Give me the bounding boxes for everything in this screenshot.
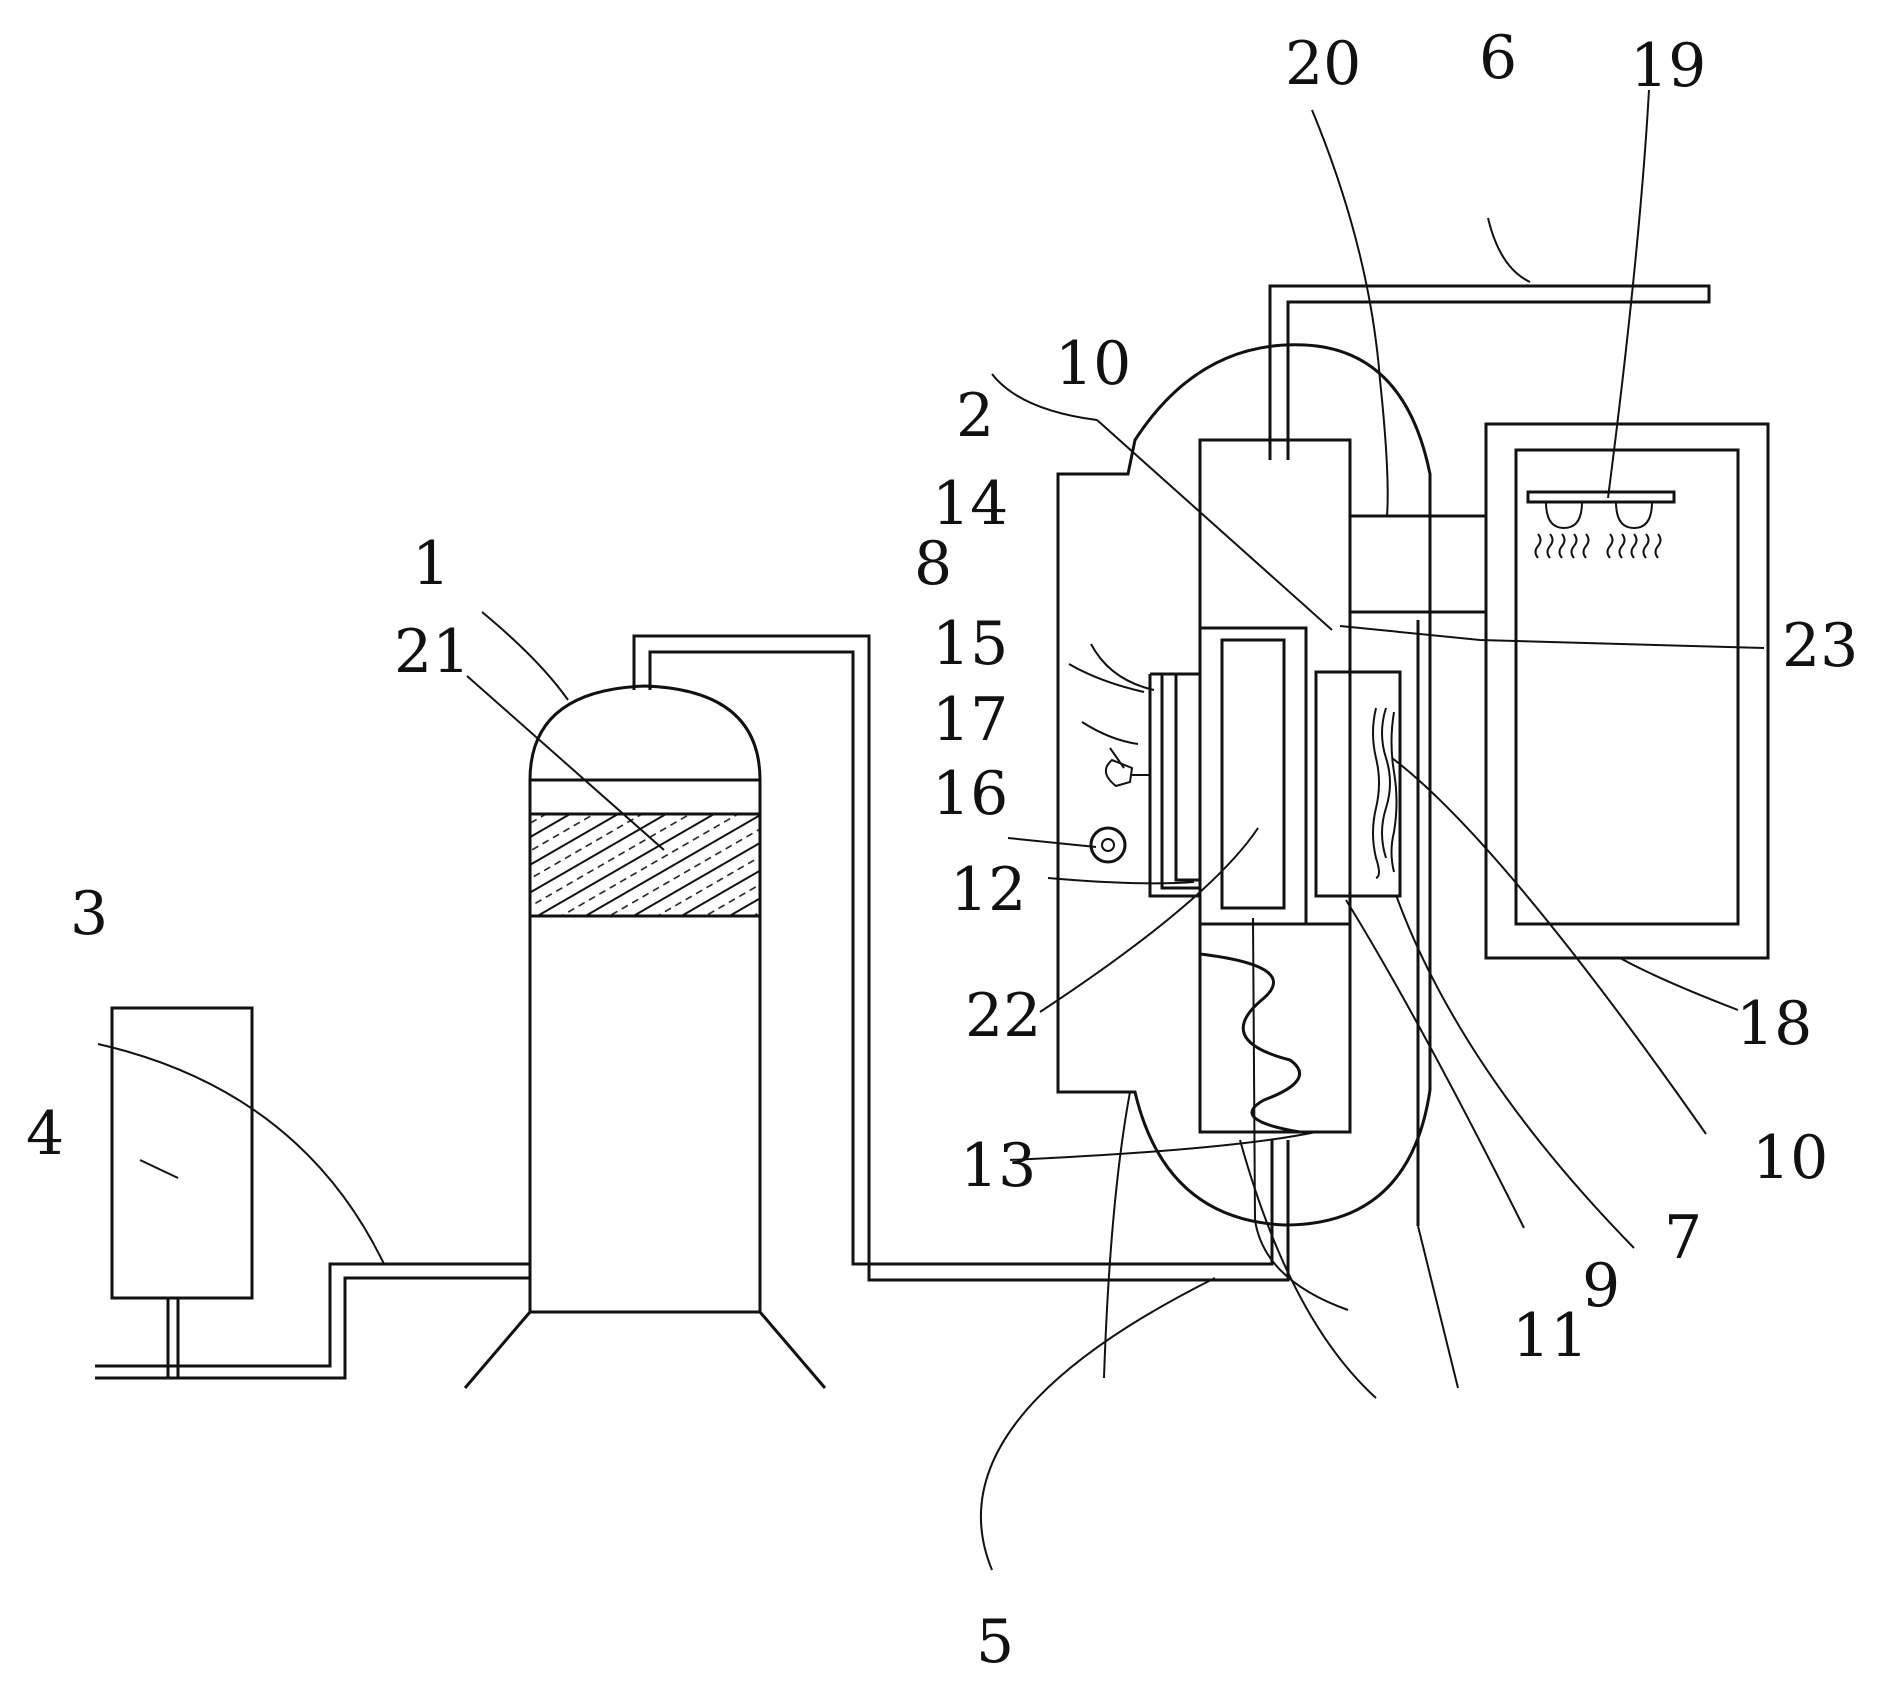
duct-20: [1350, 514, 1486, 614]
nozzle-bar-19: [1526, 490, 1676, 504]
label-21: 21: [394, 617, 470, 687]
label-22: 22: [965, 981, 1041, 1051]
chamber-9: [1314, 670, 1402, 898]
inlet-pipe-3: [95, 1262, 530, 1380]
reference-labels: 20 6 19 10 2 14 8 15 17 16 1 21 3 4 12 2…: [26, 23, 1858, 1677]
label-17: 17: [932, 685, 1008, 755]
reaction-module: [1148, 626, 1402, 1134]
label-10-top: 10: [1055, 329, 1131, 399]
label-6: 6: [1479, 23, 1517, 93]
label-5: 5: [976, 1607, 1014, 1677]
label-20: 20: [1285, 29, 1361, 99]
label-23: 23: [1782, 611, 1858, 681]
reactor-shell-2: [1056, 343, 1432, 1227]
tower-1: [463, 684, 827, 1389]
label-15: 15: [932, 609, 1008, 679]
valve-17: [1105, 758, 1134, 788]
label-19: 19: [1630, 31, 1706, 101]
leader-lines: [97, 89, 1765, 1571]
label-1: 1: [412, 529, 450, 599]
tank-4: [110, 1006, 254, 1378]
packing-layer-21: [528, 812, 762, 918]
label-13: 13: [960, 1131, 1036, 1201]
filter-22: [1220, 638, 1286, 910]
label-4: 4: [26, 1099, 64, 1169]
coil-13: [1199, 952, 1302, 1134]
label-14: 14: [932, 469, 1008, 539]
outlet-pipe-6: [1268, 284, 1711, 460]
spray-19: [1534, 533, 1662, 559]
heater-wire-10: [1372, 707, 1380, 879]
label-16: 16: [932, 759, 1008, 829]
label-8: 8: [914, 529, 952, 599]
label-3: 3: [70, 879, 108, 949]
chamber-18: [1484, 422, 1770, 960]
label-12: 12: [950, 855, 1026, 925]
label-18: 18: [1736, 989, 1812, 1059]
fan-16: [1089, 758, 1150, 864]
label-11: 11: [1512, 1301, 1588, 1371]
label-9: 9: [1582, 1251, 1620, 1321]
connecting-pipe-5: [632, 634, 1290, 1282]
label-7: 7: [1664, 1203, 1702, 1273]
label-2: 2: [956, 381, 994, 451]
label-10-bottom: 10: [1752, 1123, 1828, 1193]
